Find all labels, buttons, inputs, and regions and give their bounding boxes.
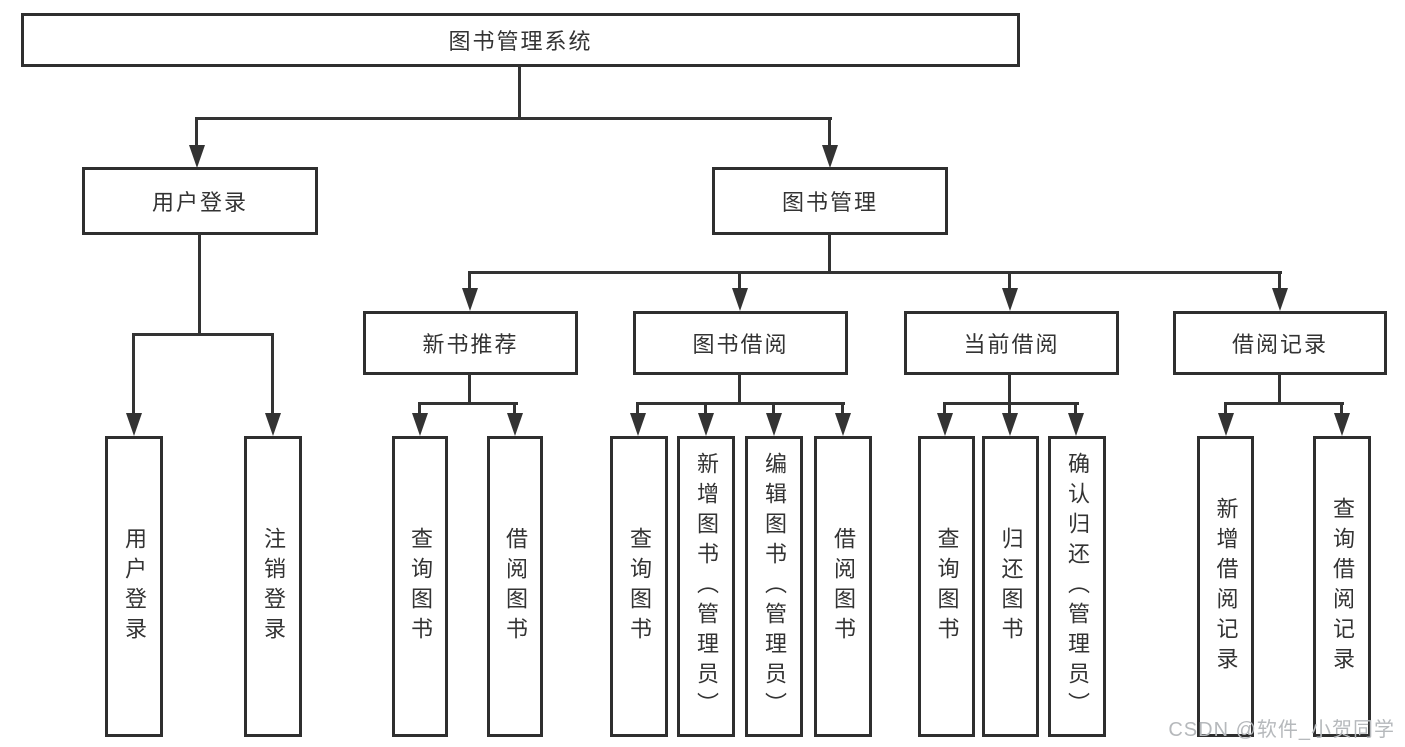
node-book-borrowing: 图书借阅 <box>633 311 848 375</box>
arrowhead <box>1002 413 1018 436</box>
node-label: 图书管理 <box>781 190 878 215</box>
node-label: 查询图书 <box>627 526 652 647</box>
connector-vertical <box>704 402 707 414</box>
watermark: CSDN @软件_小贺同学 <box>1168 719 1395 741</box>
connector-vertical <box>636 402 639 414</box>
connector-vertical <box>1008 402 1011 414</box>
connector-vertical <box>1278 374 1281 405</box>
arrowhead <box>1334 413 1350 436</box>
node-book-management: 图书管理 <box>712 167 948 235</box>
node-label: 借阅记录 <box>1231 332 1328 357</box>
node-label: 确认归还（管理员） <box>1065 451 1090 722</box>
connector-horizontal <box>195 117 832 120</box>
node-label: 编辑图书（管理员） <box>762 451 787 722</box>
connector-horizontal <box>943 402 1079 405</box>
connector-horizontal <box>418 402 518 405</box>
arrowhead <box>462 288 478 311</box>
node-leaf-confirm-return-admin: 确认归还（管理员） <box>1048 436 1106 737</box>
connector-vertical <box>1340 402 1343 414</box>
node-label: 图书借阅 <box>692 332 789 357</box>
arrowhead <box>126 413 142 436</box>
connector-vertical <box>828 234 831 274</box>
node-leaf-query-borrow-record: 查询借阅记录 <box>1313 436 1371 737</box>
node-leaf-user-login: 用户登录 <box>105 436 163 737</box>
node-current-borrowing: 当前借阅 <box>904 311 1119 375</box>
connector-vertical <box>1278 271 1281 291</box>
node-leaf-query-books-recommend: 查询图书 <box>392 436 448 737</box>
node-label: 归还图书 <box>998 526 1024 647</box>
arrowhead <box>835 413 851 436</box>
arrowhead <box>265 413 281 436</box>
arrowhead <box>1272 288 1288 311</box>
arrowhead <box>937 413 953 436</box>
arrowhead <box>412 413 428 436</box>
node-user-login: 用户登录 <box>82 167 318 235</box>
node-label: 借阅图书 <box>831 526 856 647</box>
connector-vertical <box>198 234 201 336</box>
connector-vertical <box>828 117 831 149</box>
arrowhead <box>822 145 838 168</box>
connector-vertical <box>1008 271 1011 291</box>
connector-vertical <box>1224 402 1227 414</box>
node-leaf-edit-book-admin: 编辑图书（管理员） <box>745 436 803 737</box>
node-label: 当前借阅 <box>963 332 1060 357</box>
arrowhead <box>189 145 205 168</box>
node-label: 查询借阅记录 <box>1330 496 1355 677</box>
connector-vertical <box>468 374 471 405</box>
connector-vertical <box>738 271 741 291</box>
arrowhead <box>732 288 748 311</box>
connector-vertical <box>841 402 844 414</box>
connector-vertical <box>772 402 775 414</box>
node-label: 注销登录 <box>261 526 286 647</box>
node-label: 用户登录 <box>151 190 248 215</box>
node-system: 图书管理系统 <box>21 13 1020 67</box>
connector-vertical <box>1074 402 1077 414</box>
node-new-book-recommendation: 新书推荐 <box>363 311 578 375</box>
connector-vertical <box>195 117 198 149</box>
node-leaf-borrow-books-recommend: 借阅图书 <box>487 436 543 737</box>
arrowhead <box>766 413 782 436</box>
node-leaf-logout: 注销登录 <box>244 436 302 737</box>
connector-horizontal <box>468 271 1282 274</box>
connector-vertical <box>132 333 135 415</box>
node-label: 图书管理系统 <box>448 29 593 54</box>
node-label: 借阅图书 <box>503 526 528 647</box>
arrowhead <box>1068 413 1084 436</box>
arrowhead <box>1002 288 1018 311</box>
node-leaf-return-books: 归还图书 <box>982 436 1039 737</box>
node-label: 新增图书（管理员） <box>694 451 719 722</box>
connector-horizontal <box>132 333 274 336</box>
arrowhead <box>507 413 523 436</box>
node-label: 查询图书 <box>408 526 433 647</box>
arrowhead <box>630 413 646 436</box>
node-label: 查询图书 <box>934 526 960 647</box>
connector-horizontal <box>636 402 845 405</box>
node-label: 用户登录 <box>122 526 147 647</box>
node-borrowing-records: 借阅记录 <box>1173 311 1387 375</box>
node-leaf-query-books-current: 查询图书 <box>918 436 975 737</box>
connector-horizontal <box>1224 402 1344 405</box>
connector-vertical <box>943 402 946 414</box>
connector-vertical <box>468 271 471 291</box>
node-leaf-query-books-borrowing: 查询图书 <box>610 436 668 737</box>
arrowhead <box>1218 413 1234 436</box>
node-leaf-add-borrow-record: 新增借阅记录 <box>1197 436 1254 737</box>
connector-vertical <box>513 402 516 414</box>
connector-vertical <box>518 66 521 119</box>
node-leaf-add-book-admin: 新增图书（管理员） <box>677 436 735 737</box>
connector-vertical <box>418 402 421 414</box>
connector-vertical <box>271 333 274 415</box>
connector-vertical <box>1008 374 1011 405</box>
node-leaf-borrow-books-borrowing: 借阅图书 <box>814 436 872 737</box>
connector-vertical <box>738 374 741 405</box>
arrowhead <box>698 413 714 436</box>
node-label: 新增借阅记录 <box>1213 496 1239 677</box>
node-label: 新书推荐 <box>422 332 519 357</box>
